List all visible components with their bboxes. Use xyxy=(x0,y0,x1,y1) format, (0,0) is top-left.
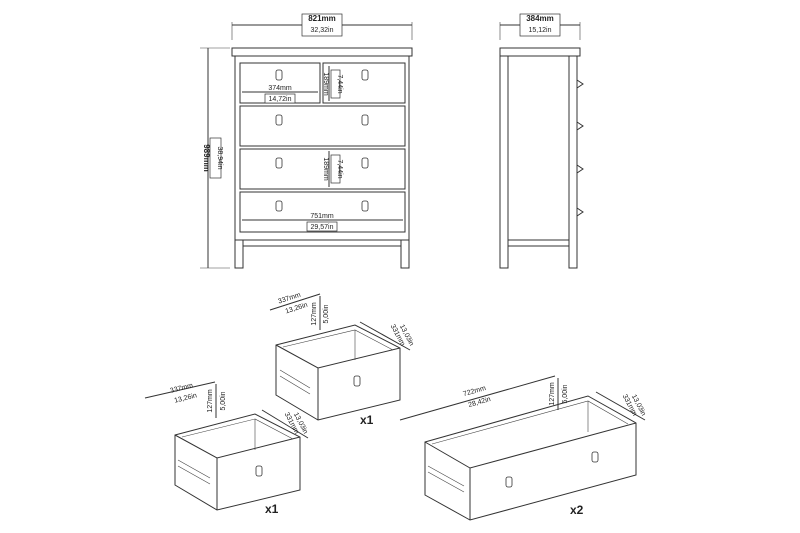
front-width-in: 32,32in xyxy=(311,27,334,34)
drawer2-width-in: 13,26in xyxy=(174,392,198,404)
drawer3-qty: x2 xyxy=(570,503,584,517)
handle-icon xyxy=(505,476,513,488)
drawer1-height-mm: 127mm xyxy=(311,302,318,326)
drawer-height-mid-in: 7,44in xyxy=(336,159,343,178)
drawer-height-top-mm: 189mm xyxy=(322,72,329,96)
drawer2-qty: x1 xyxy=(265,502,279,516)
small-drawer-width-mm: 374mm xyxy=(268,85,292,92)
drawer-row-3 xyxy=(239,148,406,190)
front-view: 821mm 32,32in 374mm 14,72in xyxy=(200,13,413,269)
drawer-top-right xyxy=(322,62,406,104)
side-leg-front xyxy=(568,55,578,269)
side-depth-in: 15,12in xyxy=(529,27,552,34)
drawer1-qty: x1 xyxy=(360,413,374,427)
leg-left xyxy=(234,239,244,269)
handle-icon xyxy=(353,375,361,387)
cabinet-body xyxy=(234,55,410,241)
drawer-height-top-in: 7,44in xyxy=(336,74,343,93)
drawer1-height-in: 5,00in xyxy=(323,304,330,323)
drawer-small-2: 337mm 13,26in 127mm 5,00in 331mm 13,03in… xyxy=(144,381,309,516)
handle-icon xyxy=(255,465,263,477)
side-handle-icon xyxy=(576,79,584,217)
drawer-height-mid-mm: 189mm xyxy=(322,157,329,181)
drawer2-height-mm: 127mm xyxy=(207,389,214,413)
handle-icon xyxy=(591,451,599,463)
side-depth-mm: 384mm xyxy=(526,14,554,23)
front-width-mm: 821mm xyxy=(308,14,336,23)
side-leg-back xyxy=(499,55,509,269)
big-drawer-width-in: 29,57in xyxy=(311,224,334,231)
top-board xyxy=(231,47,413,57)
small-drawer-width-in: 14,72in xyxy=(269,96,292,103)
side-top-board xyxy=(499,47,581,57)
drawer-row-4 xyxy=(239,191,406,233)
drawer3-width-in: 28,42in xyxy=(468,396,492,409)
drawer-large: 722mm 28,42in 127mm 5,00in 331mm 13,03in… xyxy=(399,375,647,521)
drawer3-height-in: 5,00in xyxy=(562,384,569,403)
leg-right xyxy=(400,239,410,269)
big-drawer-width-mm: 751mm xyxy=(310,213,334,220)
front-height-in: 38,94in xyxy=(216,147,223,170)
drawer-row-2 xyxy=(239,105,406,147)
drawer-small-1: 337mm 13,26in 127mm 5,00in 331mm 13,03in… xyxy=(269,292,415,427)
side-view: 384mm 15,12in xyxy=(499,13,584,269)
drawer3-height-mm: 127mm xyxy=(549,382,556,406)
front-height-mm: 989mm xyxy=(202,144,211,172)
drawer2-height-in: 5,00in xyxy=(220,391,227,410)
handle-icon xyxy=(275,69,369,212)
